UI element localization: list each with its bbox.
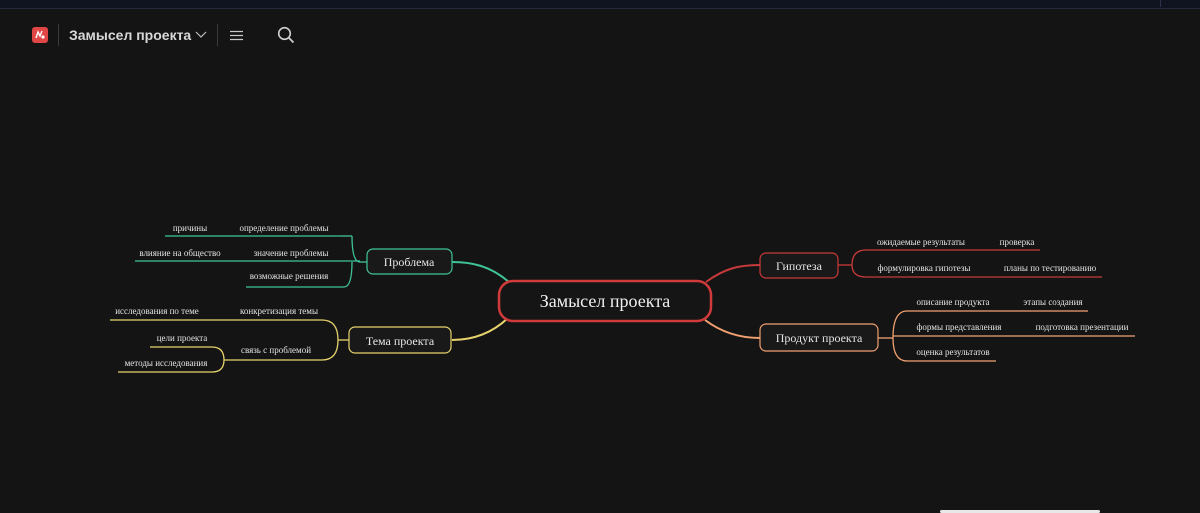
toolbar-divider (58, 24, 59, 46)
leaf-label[interactable]: оценка результатов (916, 347, 989, 357)
node-product-label: Продукт проекта (776, 331, 863, 345)
connector-root-problem (451, 261, 511, 284)
node-hypothesis[interactable]: Гипотеза (759, 252, 839, 279)
topic-branch-lines (110, 319, 349, 373)
leaf-label[interactable]: возможные решения (250, 271, 329, 281)
hypothesis-branch-lines (838, 249, 1102, 278)
node-problem-label: Проблема (384, 255, 435, 269)
leaf-label[interactable]: исследования по теме (115, 306, 199, 316)
leaf-label[interactable]: методы исследования (125, 358, 208, 368)
hamburger-menu-icon[interactable] (228, 27, 244, 43)
root-node[interactable]: Замысел проекта (497, 279, 713, 323)
leaf-label[interactable]: конкретизация темы (240, 306, 318, 316)
connector-root-topic (451, 317, 509, 341)
leaf-label[interactable]: формулировка гипотезы (878, 263, 971, 273)
connector-root-hypothesis (705, 264, 761, 283)
leaf-label[interactable]: описание продукта (916, 297, 989, 307)
node-topic-label: Тема проекта (366, 334, 435, 348)
root-node-label: Замысел проекта (540, 291, 671, 311)
leaf-label[interactable]: проверка (1000, 237, 1035, 247)
node-topic[interactable]: Тема проекта (348, 326, 452, 354)
product-branch-lines (878, 310, 1135, 362)
leaf-label[interactable]: значение проблемы (254, 248, 329, 258)
leaf-label[interactable]: влияние на общество (139, 248, 221, 258)
leaf-label[interactable]: формы представления (917, 322, 1002, 332)
node-product[interactable]: Продукт проекта (759, 323, 879, 352)
window-top-strip (0, 0, 1200, 9)
leaf-label[interactable]: планы по тестированию (1004, 263, 1097, 273)
node-hypothesis-label: Гипотеза (776, 259, 823, 273)
mindmap-app-logo-icon[interactable] (32, 27, 48, 43)
leaf-label[interactable]: этапы создания (1023, 297, 1082, 307)
document-title: Замысел проекта (69, 27, 192, 43)
search-icon[interactable] (276, 25, 296, 45)
problem-branch-lines (135, 235, 367, 288)
connector-root-product (704, 319, 761, 339)
logo-glyph-icon (35, 30, 45, 39)
node-problem[interactable]: Проблема (366, 248, 453, 275)
document-title-dropdown[interactable]: Замысел проекта (69, 27, 207, 43)
toolbar-divider (217, 24, 219, 46)
horizontal-scrollbar-thumb[interactable] (940, 510, 1100, 513)
toolbar: Замысел проекта (24, 20, 296, 50)
top-strip-divider (1160, 0, 1197, 7)
leaf-label[interactable]: цели проекта (157, 333, 208, 343)
leaf-label[interactable]: подготовка презентации (1036, 322, 1129, 332)
leaf-label[interactable]: ожидаемые результаты (877, 237, 965, 247)
leaf-label[interactable]: определение проблемы (239, 223, 328, 233)
chevron-down-icon (195, 31, 207, 38)
leaf-label[interactable]: причины (173, 223, 207, 233)
leaf-label[interactable]: связь с проблемой (241, 345, 311, 355)
